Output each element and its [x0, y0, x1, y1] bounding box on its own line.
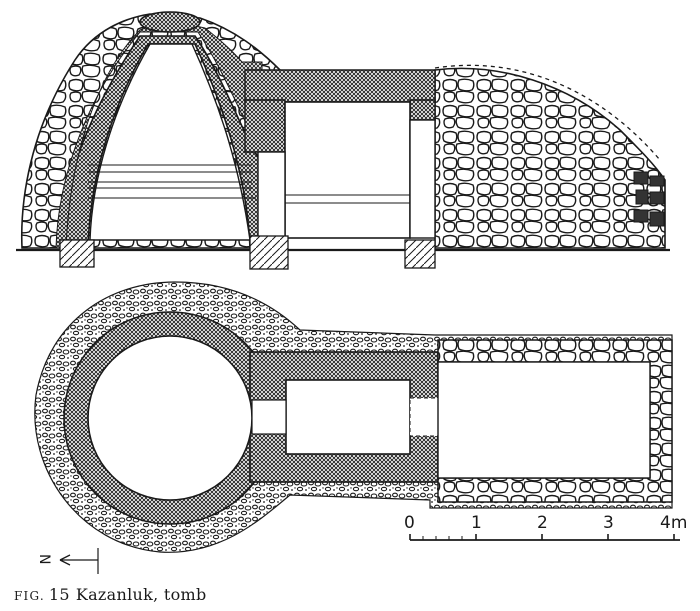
figure-title: Kazanluk, tomb [75, 585, 207, 604]
plan-antechamber-interior [285, 379, 411, 455]
section-dome-shell [55, 23, 263, 249]
section-mound-profile [434, 64, 661, 161]
section-jamb-right [409, 119, 436, 239]
section-mound-right [434, 67, 666, 249]
section-corridor-chamber [284, 101, 411, 239]
section-corridor-roof [244, 69, 436, 103]
plan-doorway-outer [409, 397, 439, 437]
section-frieze-bands [88, 164, 256, 199]
north-arrow-letter: N [36, 554, 52, 564]
north-arrow: N [36, 548, 99, 574]
scale-label-4m: 4m [660, 513, 687, 533]
section-foundation-1 [59, 239, 95, 268]
figure-number: 15 [48, 585, 70, 604]
figure-caption: FIG.15 Kazanluk, tomb [14, 585, 207, 604]
scale-label-1: 1 [471, 513, 482, 533]
section-corridor-left-lintel [244, 99, 286, 153]
figure-prefix: FIG. [14, 589, 45, 603]
scale-label-2: 2 [537, 513, 548, 533]
plan-dromos-interior [437, 361, 651, 479]
section-jamb-left [257, 151, 286, 239]
section-foundation-2 [249, 235, 289, 270]
scale-label-3: 3 [603, 513, 614, 533]
section-foundation-3 [404, 239, 436, 269]
plan-rotunda-interior [87, 335, 253, 501]
section-dome-interior [89, 43, 251, 241]
section-capstone [139, 11, 201, 33]
scale-bar: 0 1 2 3 4m [404, 513, 687, 541]
section-view [16, 11, 670, 270]
plan-doorway-inner [251, 399, 287, 435]
scale-label-0: 0 [404, 513, 415, 533]
plan-view [34, 281, 673, 553]
section-corridor-right-lintel [409, 99, 436, 121]
section-end-blocks [633, 171, 665, 227]
